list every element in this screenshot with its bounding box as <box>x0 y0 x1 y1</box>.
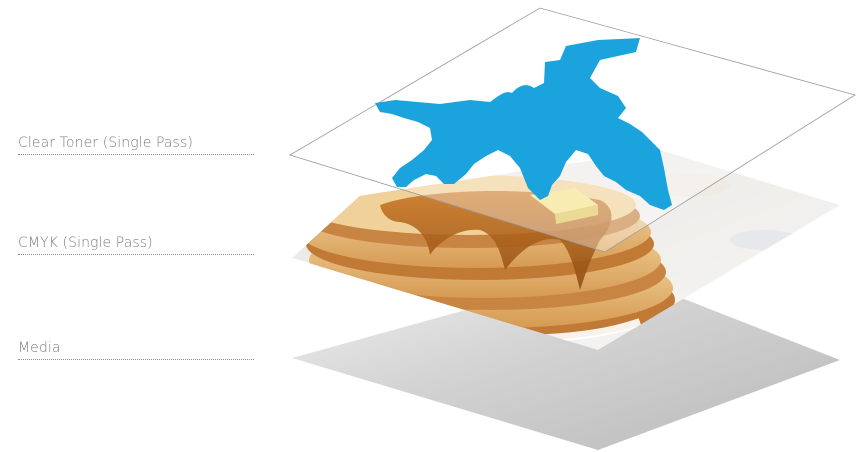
clear-toner-droplet <box>510 105 523 116</box>
